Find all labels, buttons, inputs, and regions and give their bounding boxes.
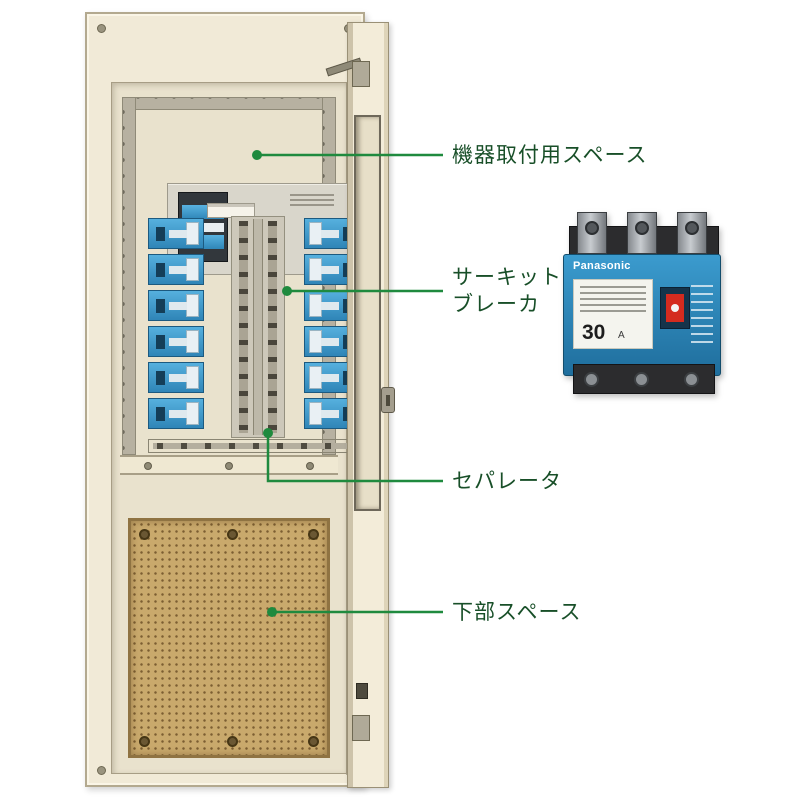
board-screw [227, 736, 238, 747]
label-lower-space: 下部スペース [452, 601, 582, 624]
board-screw [227, 529, 238, 540]
breaker-label [321, 338, 339, 346]
circuit-breaker-inset: Panasonic 30 A [563, 210, 721, 396]
door-lock [356, 683, 368, 699]
brand-text: Panasonic [573, 260, 631, 272]
label-fine-print [580, 286, 646, 314]
cabinet-door-open [325, 22, 395, 788]
bus-bar-assembly [231, 216, 285, 438]
breaker-unit [148, 218, 204, 249]
bus-terminal-column [268, 221, 277, 433]
breaker-toggle-switch [660, 287, 690, 329]
hinge [352, 61, 370, 87]
terminal-lug [577, 212, 607, 254]
breaker-bottom-terminal-block [573, 364, 715, 394]
separator-bar [120, 455, 338, 475]
board-screw [308, 736, 319, 747]
mounting-rail-left [122, 97, 136, 455]
board-screw [308, 529, 319, 540]
door-latch [381, 387, 395, 413]
breaker-label [169, 302, 187, 310]
hinge [352, 715, 370, 741]
label-circuit-breaker-line2: ブレーカ [452, 293, 540, 316]
mounting-rail-top [122, 97, 336, 110]
breaker-unit [148, 326, 204, 357]
board-screw [139, 736, 150, 747]
terminal-strip [148, 439, 360, 453]
bus-spine [253, 219, 263, 435]
terminal-lug [627, 212, 657, 254]
screw [306, 462, 314, 470]
plate-marking [290, 194, 334, 206]
breaker-unit [148, 398, 204, 429]
breaker-unit [148, 290, 204, 321]
breaker-unit [148, 362, 204, 393]
panel-cabinet [85, 12, 365, 787]
breaker-label [169, 230, 187, 238]
breaker-label [321, 302, 339, 310]
breaker-unit [148, 254, 204, 285]
ampere-unit: A [618, 330, 625, 341]
breaker-body: Panasonic 30 A [563, 254, 721, 376]
screw [97, 24, 106, 33]
breaker-label [169, 338, 187, 346]
breaker-label [321, 230, 339, 238]
screw [225, 462, 233, 470]
cabinet-interior [111, 82, 360, 774]
terminal-screw [634, 372, 649, 387]
side-fine-print [691, 285, 713, 347]
terminal-lug [677, 212, 707, 254]
door-inner-recess [354, 115, 381, 511]
breaker-label [169, 374, 187, 382]
terminal-screw [684, 372, 699, 387]
breaker-label [169, 410, 187, 418]
ampere-rating: 30 [582, 321, 606, 344]
label-equipment-space: 機器取付用スペース [452, 144, 648, 167]
label-circuit-breaker-line1: サーキット [452, 266, 562, 289]
breaker-label [321, 374, 339, 382]
board-screw [139, 529, 150, 540]
terminal-screw [584, 372, 599, 387]
screw [144, 462, 152, 470]
breaker-label [169, 266, 187, 274]
bus-terminal-column [239, 221, 248, 433]
breaker-label [321, 266, 339, 274]
rating-label: 30 A [573, 279, 653, 349]
label-separator: セパレータ [452, 470, 562, 493]
breaker-label [321, 410, 339, 418]
label-circuit-breaker: サーキット ブレーカ [452, 264, 562, 318]
screw [97, 766, 106, 775]
perforated-mounting-board [128, 518, 330, 758]
